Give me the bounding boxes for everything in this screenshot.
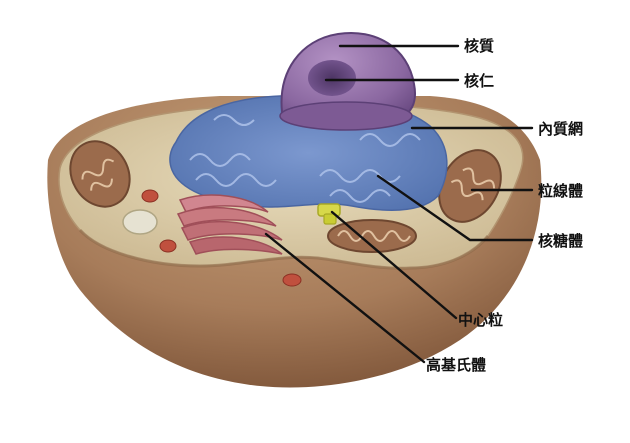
- vesicles: [141, 189, 302, 287]
- nucleus: [279, 32, 416, 131]
- cut-edge: [78, 228, 490, 270]
- label-nucleoplasm: 核質: [464, 37, 494, 55]
- label-centriole: 中心粒: [458, 311, 503, 329]
- mitochondrion-right: [438, 149, 502, 223]
- label-nucleolus: 核仁: [464, 72, 494, 90]
- label-golgi: 高基氏體: [426, 356, 486, 374]
- golgi-apparatus: [176, 194, 283, 255]
- label-ribosome: 核糖體: [538, 232, 583, 250]
- lysosome: [122, 209, 158, 235]
- leader-lines: [264, 44, 534, 364]
- mitochondrion-left: [69, 140, 131, 208]
- er-folds: [189, 114, 421, 203]
- nucleolus: [308, 60, 356, 96]
- label-mitochondrion: 粒線體: [538, 182, 583, 200]
- label-endoplasmic-reticulum: 內質網: [538, 120, 583, 138]
